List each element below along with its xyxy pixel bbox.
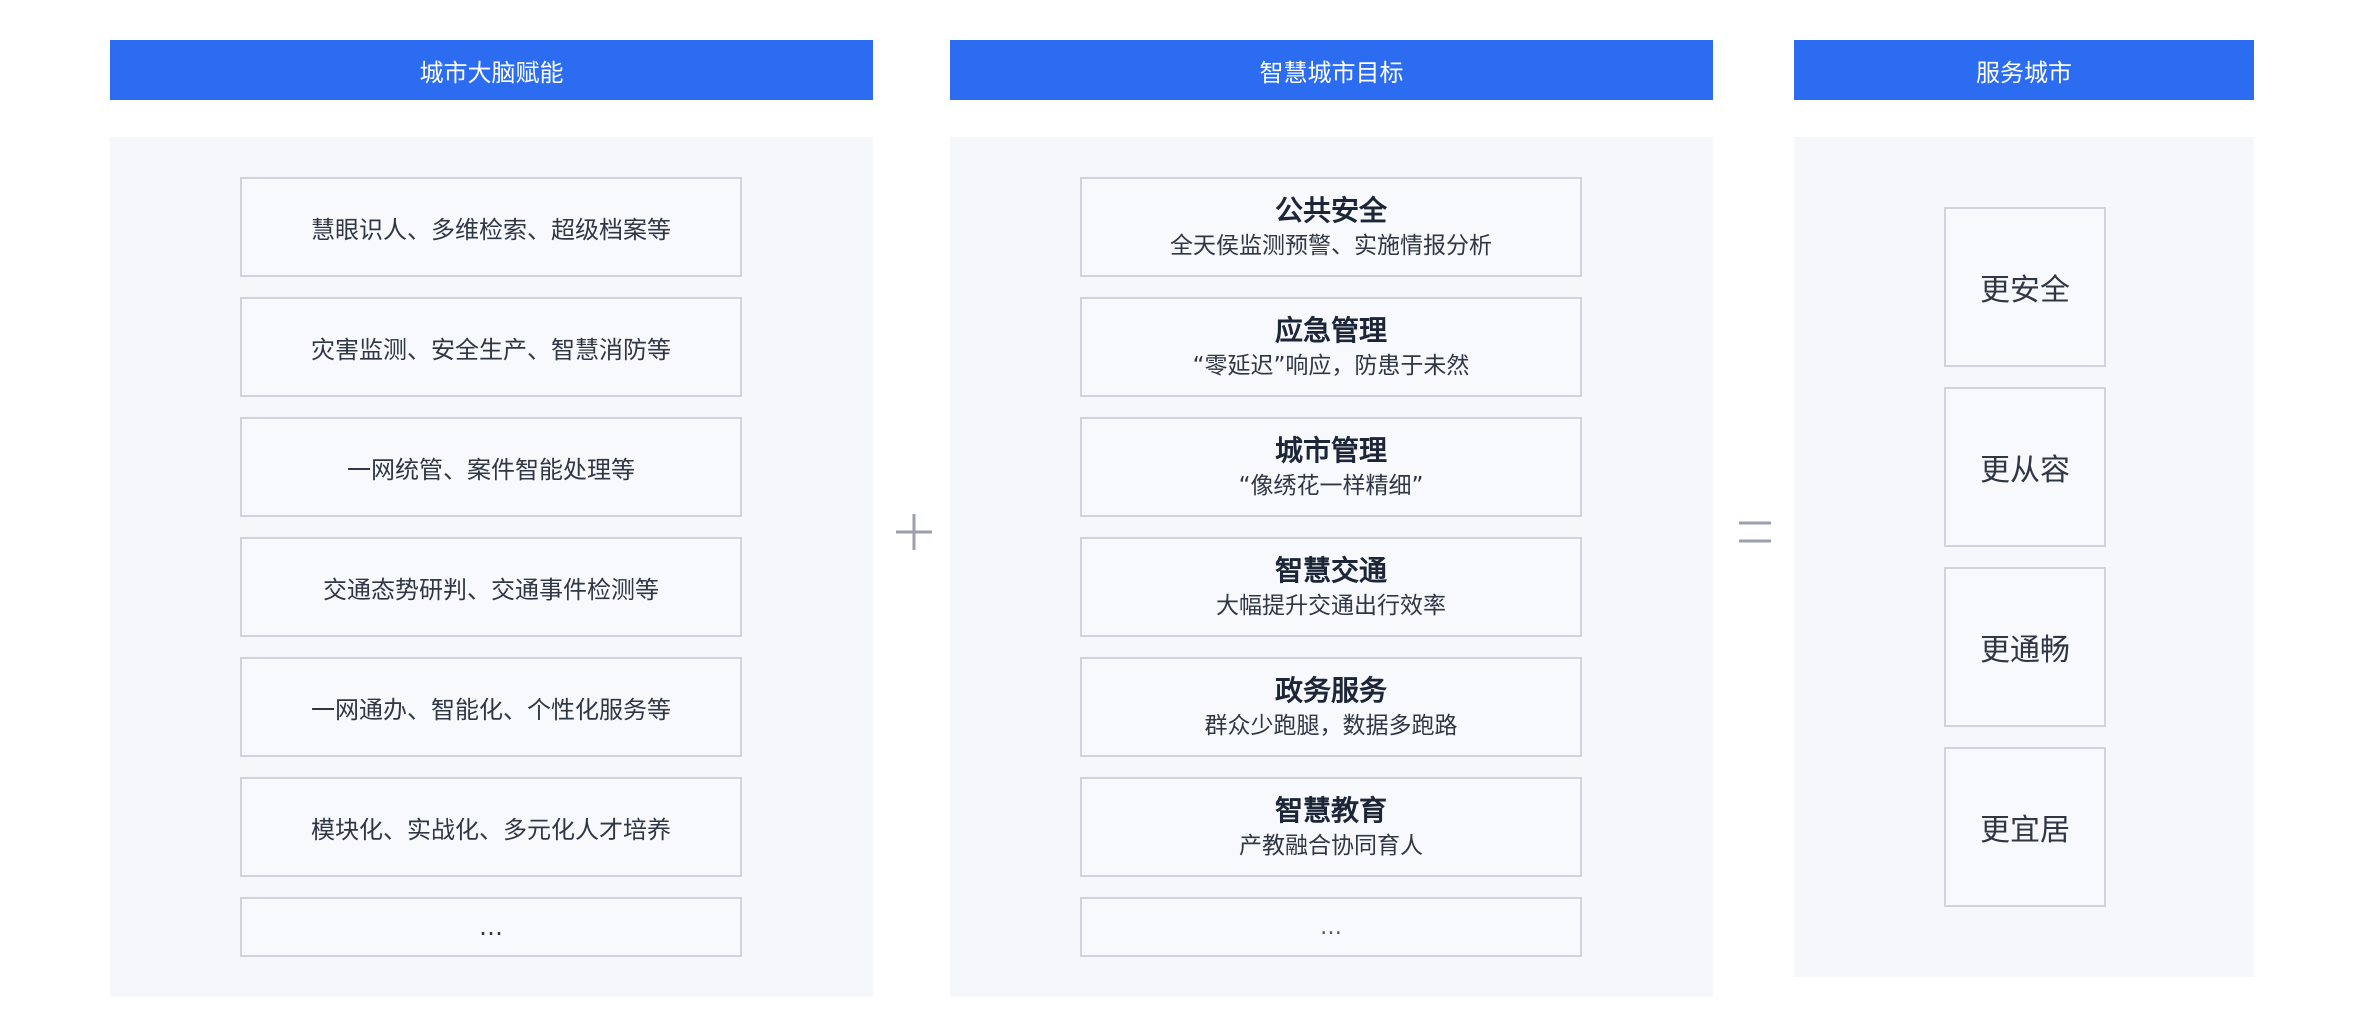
outcome-text: 更安全 [1980, 273, 2070, 308]
outcome-item: 更通畅 [1944, 567, 2106, 727]
capability-text: 一网统管、案件智能处理等 [347, 455, 635, 484]
panel-city-brain: 慧眼识人、多维检索、超级档案等 灾害监测、安全生产、智慧消防等 一网统管、案件智… [110, 137, 873, 997]
goal-item: 公共安全 全天侯监测预警、实施情报分析 [1080, 177, 1582, 277]
goal-description: “零延迟”响应，防患于未然 [1192, 353, 1470, 379]
outcome-item: 更宜居 [1944, 747, 2106, 907]
outcome-item: 更从容 [1944, 387, 2106, 547]
goal-description: 大幅提升交通出行效率 [1216, 593, 1446, 619]
capability-text: 慧眼识人、多维检索、超级档案等 [311, 215, 671, 244]
panel-smart-city-goals: 公共安全 全天侯监测预警、实施情报分析 应急管理 “零延迟”响应，防患于未然 城… [950, 137, 1713, 997]
equals-icon [1739, 521, 1771, 543]
goal-title: 应急管理 [1274, 314, 1387, 347]
goal-title: 公共安全 [1274, 194, 1387, 227]
goal-description: “像绣花一样精细” [1238, 473, 1424, 499]
goal-description: 全天侯监测预警、实施情报分析 [1170, 233, 1492, 259]
header-serve-city: 服务城市 [1794, 40, 2254, 100]
outcome-text: 更通畅 [1980, 633, 2070, 668]
outcome-text: 更从容 [1980, 453, 2070, 488]
capability-item: 慧眼识人、多维检索、超级档案等 [240, 177, 742, 277]
header-city-brain: 城市大脑赋能 [110, 40, 873, 100]
capability-item: 一网通办、智能化、个性化服务等 [240, 657, 742, 757]
capability-item: 交通态势研判、交通事件检测等 [240, 537, 742, 637]
more-item: … [1080, 897, 1582, 957]
capability-item: 灾害监测、安全生产、智慧消防等 [240, 297, 742, 397]
panel-serve-city: 更安全 更从容 更通畅 更宜居 [1794, 137, 2254, 977]
capability-text: 灾害监测、安全生产、智慧消防等 [311, 335, 671, 364]
goal-item: 城市管理 “像绣花一样精细” [1080, 417, 1582, 517]
goal-title: 智慧交通 [1274, 554, 1387, 587]
goal-item: 智慧教育 产教融合协同育人 [1080, 777, 1582, 877]
goal-title: 智慧教育 [1274, 794, 1387, 827]
capability-item: 模块化、实战化、多元化人才培养 [240, 777, 742, 877]
outcome-text: 更宜居 [1980, 813, 2070, 848]
ellipsis-text: … [1320, 914, 1342, 940]
capability-item: 一网统管、案件智能处理等 [240, 417, 742, 517]
goal-item: 政务服务 群众少跑腿，数据多跑路 [1080, 657, 1582, 757]
capability-text: 一网通办、智能化、个性化服务等 [311, 695, 671, 724]
outcome-item: 更安全 [1944, 207, 2106, 367]
capability-text: 交通态势研判、交通事件检测等 [323, 575, 659, 604]
ellipsis-text: … [479, 913, 503, 941]
more-item: … [240, 897, 742, 957]
goal-title: 城市管理 [1274, 434, 1387, 467]
plus-icon [896, 514, 932, 550]
goal-item: 应急管理 “零延迟”响应，防患于未然 [1080, 297, 1582, 397]
goal-description: 产教融合协同育人 [1239, 833, 1423, 859]
goal-description: 群众少跑腿，数据多跑路 [1204, 713, 1458, 739]
goal-item: 智慧交通 大幅提升交通出行效率 [1080, 537, 1582, 637]
capability-text: 模块化、实战化、多元化人才培养 [311, 815, 671, 844]
goal-title: 政务服务 [1274, 674, 1387, 707]
header-smart-city-goals: 智慧城市目标 [950, 40, 1713, 100]
